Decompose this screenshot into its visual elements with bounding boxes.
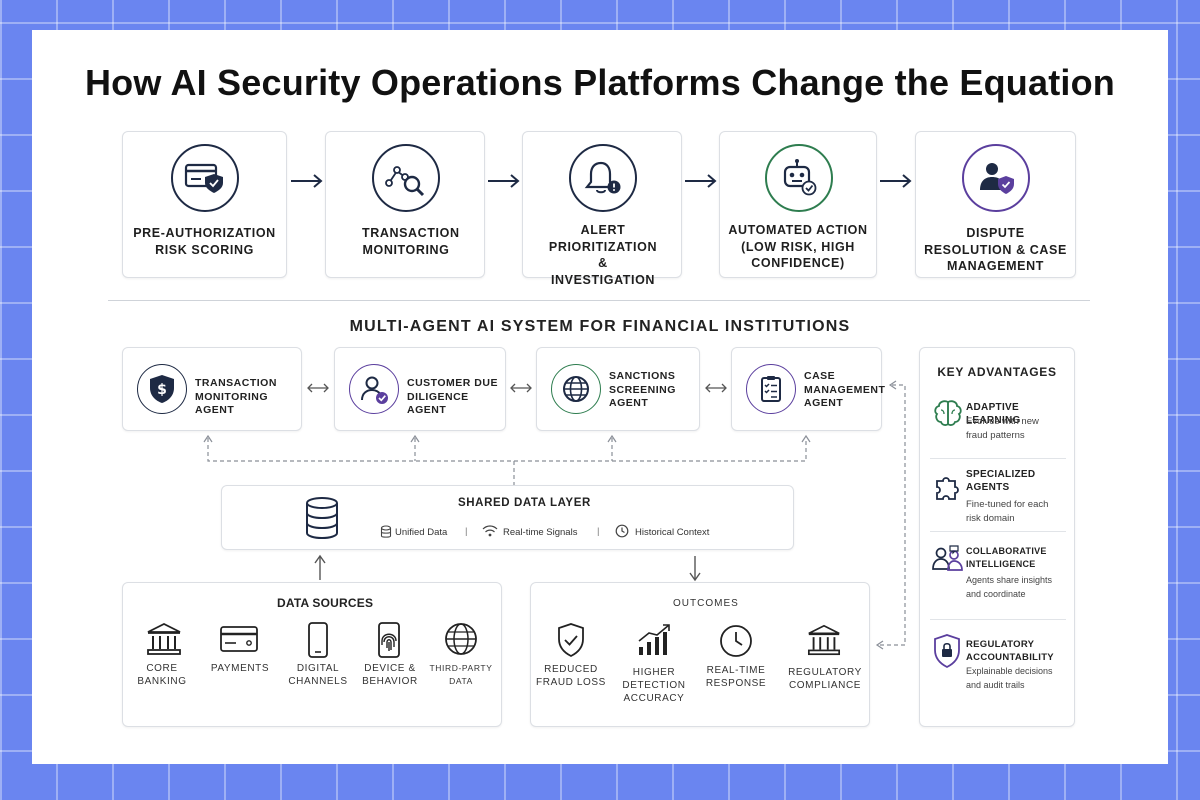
dollar-shield-icon: $: [137, 364, 187, 414]
flow-arrow-icon: [291, 174, 323, 188]
card-shield-icon: [171, 144, 239, 212]
step-card-automated-action: AUTOMATED ACTION (LOW RISK, HIGH CONFIDE…: [719, 131, 877, 278]
section-divider: [108, 300, 1090, 301]
bell-alert-icon: [569, 144, 637, 212]
shared-item: Historical Context: [635, 527, 710, 538]
step-label: AUTOMATED ACTION (LOW RISK, HIGH CONFIDE…: [728, 223, 868, 270]
clock-icon: [720, 625, 752, 657]
bidirectional-arrow-icon: [307, 383, 329, 393]
robot-check-icon: [765, 144, 833, 212]
people-collaboration-icon: [932, 545, 963, 571]
flow-arrow-icon: [880, 174, 912, 188]
separator: |: [465, 526, 468, 537]
advantage-divider: [930, 619, 1066, 620]
svg-text:$: $: [157, 382, 167, 398]
bidirectional-arrow-icon: [510, 383, 532, 393]
source-label: PAYMENTS: [210, 663, 270, 674]
agent-label: TRANSACTION MONITORING AGENT: [195, 377, 277, 416]
person-check-icon: [349, 364, 399, 414]
separator: |: [597, 526, 600, 537]
step-card-alert-prioritization: ALERT PRIORITIZATION & INVESTIGATION: [522, 131, 682, 287]
advantage-divider: [930, 458, 1066, 459]
bank-building-icon: [807, 624, 841, 656]
clock-icon: [615, 524, 629, 538]
key-advantages-title: KEY ADVANTAGES: [937, 365, 1057, 379]
shared-item: Real-time Signals: [503, 527, 578, 538]
agent-card-customer-due-diligence: CUSTOMER DUE DILIGENCE AGENT: [334, 347, 506, 431]
puzzle-piece-icon: [936, 477, 959, 500]
step-card-pre-authorization: PRE-AUTHORIZATION RISK SCORING: [122, 131, 287, 278]
step-card-dispute-resolution: DISPUTE RESOLUTION & CASE MANAGEMENT: [915, 131, 1076, 278]
shared-layer-title: SHARED DATA LAYER: [458, 497, 591, 509]
growth-chart-icon: [638, 624, 670, 655]
clipboard-checklist-icon: [746, 364, 796, 414]
agent-label: SANCTIONS SCREENING AGENT: [609, 370, 676, 409]
page-title: How AI Security Operations Platforms Cha…: [84, 62, 1115, 103]
credit-card-icon: [220, 626, 258, 652]
brain-icon: [934, 400, 962, 426]
person-shield-icon: [962, 144, 1030, 212]
step-label: DISPUTE RESOLUTION & CASE MANAGEMENT: [924, 226, 1067, 273]
key-advantages-panel: KEY ADVANTAGES ADAPTIVE LEARNING Evolves…: [919, 347, 1075, 727]
graph-magnifier-icon: [372, 144, 440, 212]
source-label: DEVICE &BEHAVIOR: [362, 663, 418, 687]
shield-lock-icon: [934, 634, 960, 669]
outcomes-title: OUTCOMES: [673, 598, 739, 609]
flow-arrow-icon: [488, 174, 520, 188]
globe-icon: [445, 623, 477, 655]
database-icon: [306, 497, 338, 540]
agent-label: CUSTOMER DUE DILIGENCE AGENT: [407, 377, 498, 416]
step-label: TRANSACTION MONITORING: [362, 226, 460, 257]
data-sources-title: DATA SOURCES: [277, 596, 374, 610]
advantage-divider: [930, 531, 1066, 532]
globe-icon: [551, 364, 601, 414]
fingerprint-phone-icon: [378, 622, 400, 658]
stack-icon: [380, 525, 392, 538]
step-label: PRE-AUTHORIZATION RISK SCORING: [133, 226, 276, 257]
advantage-title: ADAPTIVE LEARNING: [966, 402, 1021, 426]
shared-data-layer-panel: SHARED DATA LAYER Unified Data | Real-ti…: [221, 485, 794, 550]
agent-label: CASE MANAGEMENT AGENT: [804, 370, 886, 409]
agent-card-sanctions-screening: SANCTIONS SCREENING AGENT: [536, 347, 700, 431]
bidirectional-arrow-icon: [705, 383, 727, 393]
step-card-transaction-monitoring: TRANSACTION MONITORING: [325, 131, 485, 278]
agent-card-transaction-monitoring: $ TRANSACTION MONITORING AGENT: [122, 347, 302, 431]
step-label: ALERT PRIORITIZATION & INVESTIGATION: [548, 223, 658, 287]
shield-check-icon: [558, 623, 584, 658]
shared-item: Unified Data: [395, 527, 448, 538]
bank-building-icon: [147, 622, 181, 655]
smartphone-icon: [308, 622, 328, 658]
wifi-signal-icon: [482, 525, 498, 537]
flow-arrow-icon: [685, 174, 717, 188]
agent-card-case-management: CASE MANAGEMENT AGENT: [731, 347, 886, 431]
multi-agent-title: MULTI-AGENT AI SYSTEM FOR FINANCIAL INST…: [349, 318, 851, 335]
